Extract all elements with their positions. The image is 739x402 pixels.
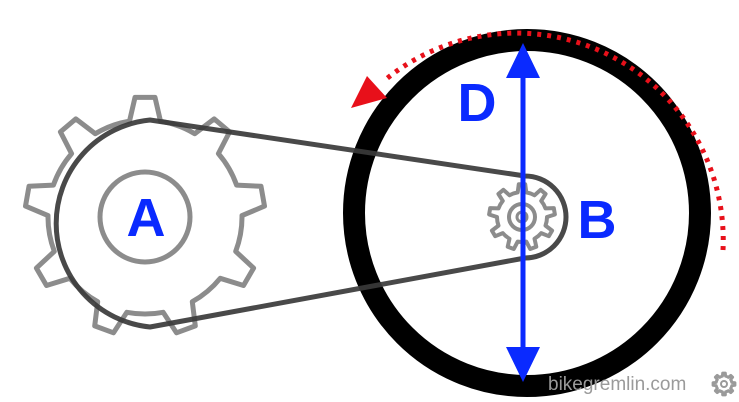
diameter-arrow [506, 43, 540, 382]
label-d: D [458, 73, 497, 133]
diameter-arrowhead-top [506, 43, 540, 78]
rotation-arrow-arc [383, 30, 726, 251]
label-b: B [578, 190, 617, 250]
gear-icon [711, 371, 737, 397]
wheel-tire [343, 29, 711, 397]
chainring-hub [97, 169, 193, 265]
chainring-teeth [23, 94, 267, 336]
chain-loop [53, 117, 569, 330]
watermark-text: bikegremlin.com [548, 374, 686, 395]
diameter-arrowhead-bottom [506, 347, 540, 382]
chainring-a [23, 94, 267, 336]
rotation-arrowhead [351, 76, 387, 108]
label-a: A [127, 188, 166, 248]
